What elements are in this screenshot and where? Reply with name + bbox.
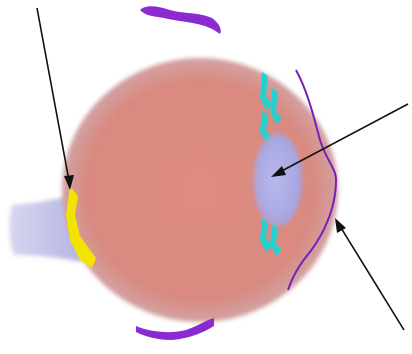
purple-brow-top [140, 6, 221, 34]
arrow-right-lower [335, 218, 404, 330]
lens [254, 134, 302, 226]
